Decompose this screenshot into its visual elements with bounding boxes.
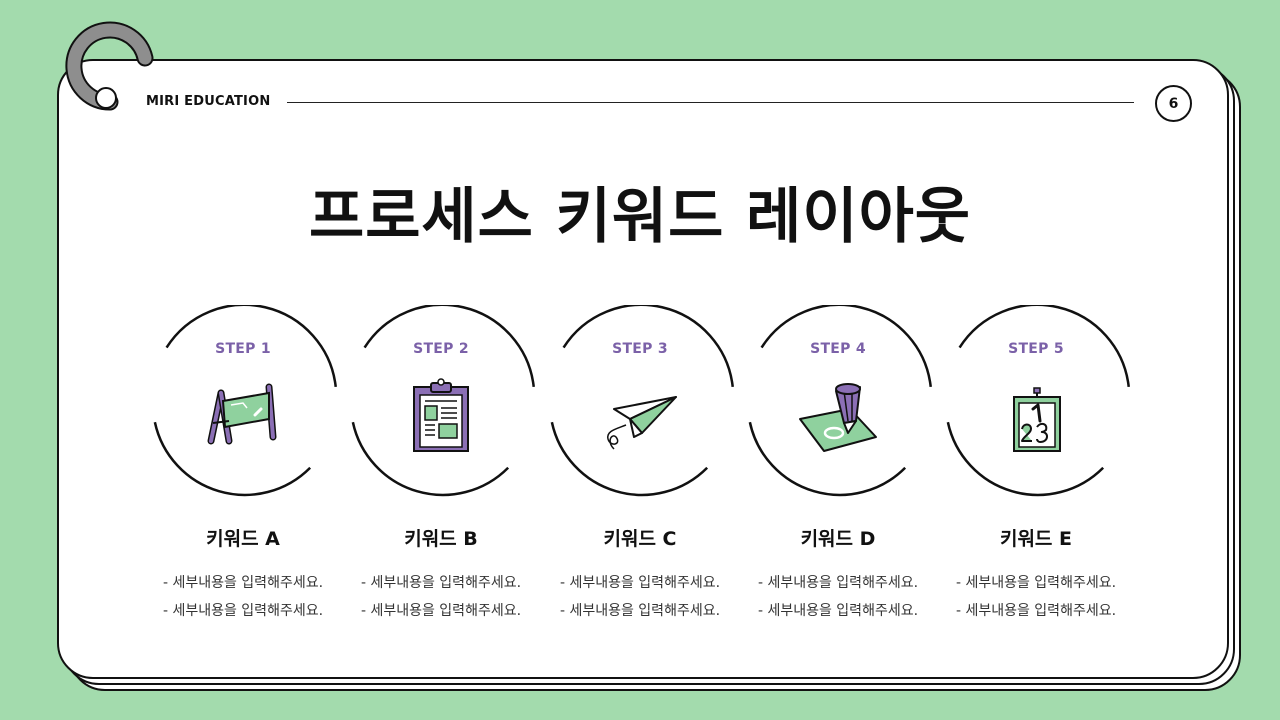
step-description: - 세부내용을 입력해주세요. - 세부내용을 입력해주세요. (548, 569, 732, 625)
step-label: STEP 4 (810, 341, 866, 357)
page-number-badge: 6 (1155, 85, 1192, 122)
step-keyword: 키워드 A (206, 528, 280, 550)
clipboard-document-icon (413, 378, 469, 452)
crayon-paper-icon (799, 383, 877, 452)
step-keyword: 키워드 B (404, 528, 478, 550)
brand-name: MIRI EDUCATION (146, 94, 271, 109)
step-keyword: 키워드 C (603, 528, 677, 550)
description-line: - 세부내용을 입력해주세요. (360, 575, 522, 591)
step-circle-outline (946, 305, 1130, 497)
step-item-4: STEP 4 키워드 D - 세부내용을 입력해주세요. - 세부내용을 입력해… (746, 305, 946, 645)
description-line: - 세부내용을 입력해주세요. (559, 575, 721, 591)
step-description: - 세부내용을 입력해주세요. - 세부내용을 입력해주세요. (746, 569, 930, 625)
step-keyword: 키워드 E (999, 528, 1073, 550)
binder-ring-icon (65, 21, 154, 111)
step-keyword: 키워드 D (800, 528, 876, 550)
step-item-5: STEP 5 키워드 E - 세부내용을 입력해주세요. - 세부내용을 입력해… (944, 305, 1144, 645)
description-line: - 세부내용을 입력해주세요. (162, 575, 324, 591)
step-label: STEP 2 (413, 341, 469, 357)
step-circle-outline (153, 305, 337, 497)
step-item-1: STEP 1 키워드 A - 세부내용을 입력해주세요. - 세부내용을 입력해… (151, 305, 351, 645)
step-description: - 세부내용을 입력해주세요. - 세부내용을 입력해주세요. (944, 569, 1128, 625)
description-line: - 세부내용을 입력해주세요. (955, 575, 1117, 591)
header-divider (287, 102, 1134, 103)
paper-plane-icon (607, 396, 677, 450)
description-line: - 세부내용을 입력해주세요. (757, 575, 919, 591)
easel-board-icon (207, 383, 277, 445)
step-item-2: STEP 2 키워드 B - 세부내용을 입력해주세요. - 세부내용을 입력해… (349, 305, 549, 645)
step-label: STEP 5 (1008, 341, 1064, 357)
step-circle-outline (351, 305, 535, 497)
number-calendar-icon (1013, 387, 1061, 452)
step-circle-outline (748, 305, 932, 497)
step-description: - 세부내용을 입력해주세요. - 세부내용을 입력해주세요. (151, 569, 335, 625)
step-label: STEP 1 (215, 341, 271, 357)
step-item-3: STEP 3 키워드 C - 세부내용을 입력해주세요. - 세부내용을 입력해… (548, 305, 748, 645)
step-description: - 세부내용을 입력해주세요. - 세부내용을 입력해주세요. (349, 569, 533, 625)
description-line: - 세부내용을 입력해주세요. (757, 603, 919, 619)
step-circle-outline (550, 305, 734, 497)
page-title: 프로세스 키워드 레이아웃 (309, 182, 971, 252)
step-label: STEP 3 (612, 341, 668, 357)
description-line: - 세부내용을 입력해주세요. (360, 603, 522, 619)
slide-card (57, 59, 1229, 679)
description-line: - 세부내용을 입력해주세요. (955, 603, 1117, 619)
description-line: - 세부내용을 입력해주세요. (162, 603, 324, 619)
description-line: - 세부내용을 입력해주세요. (559, 603, 721, 619)
